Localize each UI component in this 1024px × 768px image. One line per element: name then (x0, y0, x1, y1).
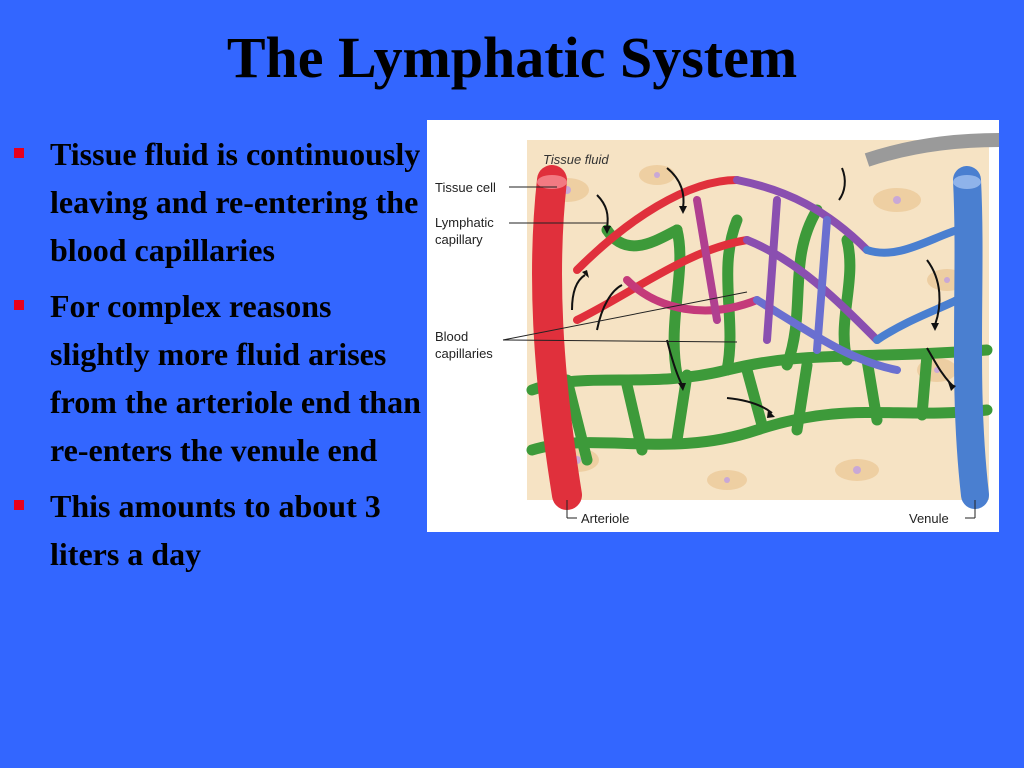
venule-vessel (953, 166, 989, 509)
label-venule: Venule (909, 511, 949, 526)
bullet-item: For complex reasons slightly more fluid … (12, 282, 422, 474)
label-leader-lines (502, 186, 976, 519)
label-tissue-fluid: Tissue fluid (543, 152, 609, 167)
lymphatic-network (526, 204, 993, 466)
arrowheads (582, 206, 956, 418)
vessel-wall-arc (864, 133, 999, 167)
bullet-item: This amounts to about 3 liters a day (12, 482, 422, 578)
label-blood-line1: Blood (435, 329, 468, 344)
bullet-text: For complex reasons slightly more fluid … (50, 288, 421, 468)
label-lymphatic-line2: capillary (435, 232, 483, 247)
bullet-item: Tissue fluid is continuously leaving and… (12, 130, 422, 274)
label-blood-line2: capillaries (435, 346, 493, 361)
bullet-list: Tissue fluid is continuously leaving and… (12, 130, 422, 586)
flow-arrows (571, 167, 953, 414)
bullet-text: Tissue fluid is continuously leaving and… (50, 136, 421, 268)
label-arteriole: Arteriole (581, 511, 629, 526)
lymphatic-diagram: Tissue fluid Tissue cell Lymphatic capil… (427, 120, 999, 532)
bullet-text: This amounts to about 3 liters a day (50, 488, 381, 572)
venule-opening (953, 175, 981, 189)
label-lymphatic-line1: Lymphatic (435, 215, 494, 230)
arteriole-vessel (532, 165, 582, 510)
blood-capillary-bed (573, 176, 961, 374)
bullet-square-icon (14, 148, 24, 158)
label-tissue-cell: Tissue cell (435, 180, 496, 195)
slide-title: The Lymphatic System (226, 25, 798, 90)
bullet-square-icon (14, 300, 24, 310)
bullet-square-icon (14, 500, 24, 510)
diagram-svg: Tissue fluid Tissue cell Lymphatic capil… (435, 133, 999, 526)
arteriole-opening (537, 175, 567, 189)
